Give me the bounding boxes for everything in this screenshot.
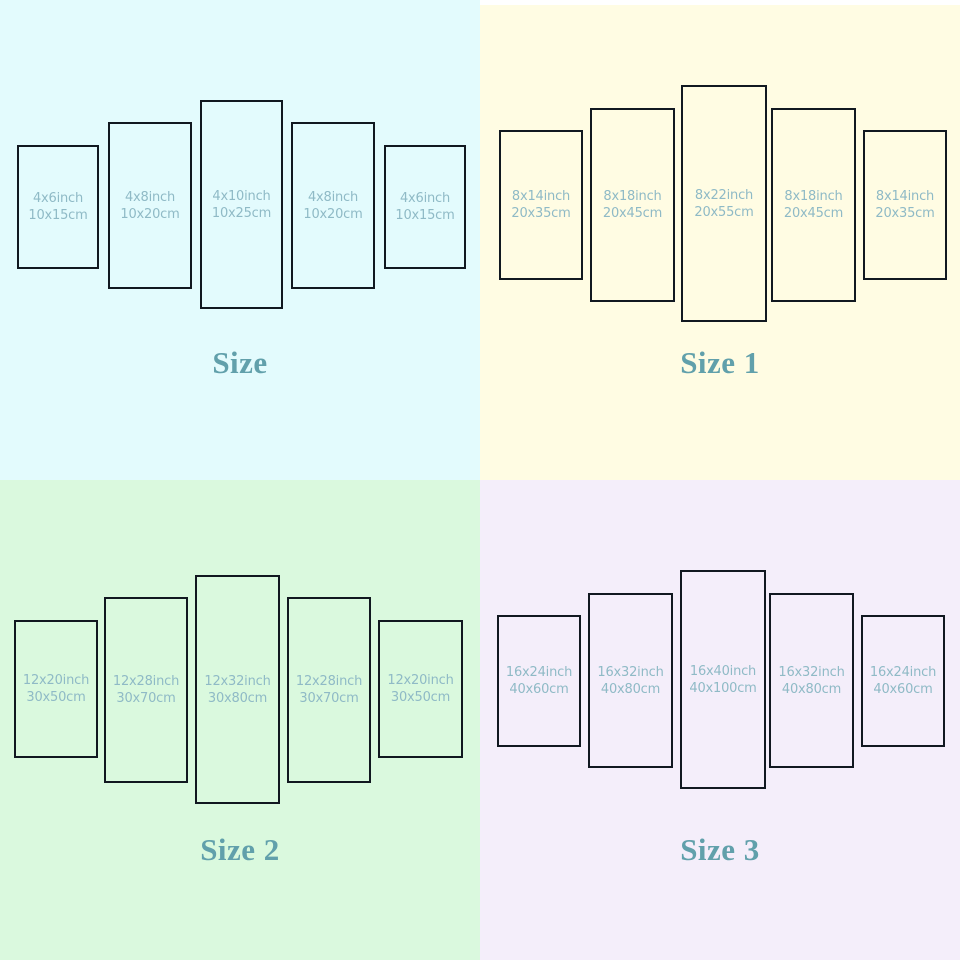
panel-size-label: 16x24inch 40x60cm: [870, 664, 936, 698]
panel-size-inches: 12x28inch: [295, 673, 363, 689]
panel-size-inches: 12x32inch: [204, 673, 271, 689]
panel-size-centimeters: 40x60cm: [873, 682, 933, 697]
panel-size-label: 4x6inch 10x15cm: [28, 190, 87, 224]
panel-size-label: 8x18inch 20x45cm: [784, 188, 843, 222]
panel-size-inches: 4x8inch: [307, 189, 359, 205]
panel-size-centimeters: 40x100cm: [689, 680, 757, 696]
panel-size-inches: 8x22inch: [694, 187, 754, 203]
quadrant-title: Size 1: [680, 345, 760, 380]
quadrant-background: [0, 0, 480, 480]
panel-size-centimeters: 20x35cm: [511, 206, 571, 221]
panel-right-inner[interactable]: 8x18inch 20x45cm: [771, 108, 856, 302]
panel-right-inner[interactable]: 12x28inch 30x70cm: [287, 597, 371, 783]
panel-size-centimeters: 10x20cm: [120, 206, 180, 222]
panel-size-inches: 8x18inch: [603, 188, 662, 204]
panel-size-centimeters: 30x70cm: [116, 691, 176, 706]
panel-size-label: 12x20inch 30x50cm: [23, 672, 89, 706]
panel-size-inches: 8x14inch: [875, 188, 935, 204]
panel-size-inches: 12x20inch: [387, 672, 454, 688]
panel-size-centimeters: 30x50cm: [390, 690, 451, 705]
panel-size-centimeters: 10x15cm: [395, 208, 455, 223]
panel-left-inner[interactable]: 8x18inch 20x45cm: [590, 108, 675, 302]
size-option-quadrant[interactable]: 12x20inch 30x50cm 12x28inch 30x70cm 12x32inc…: [0, 480, 480, 960]
panel-size-centimeters: 30x50cm: [26, 690, 86, 705]
panel-size-inches: 16x24inch: [869, 664, 937, 680]
panel-left-outer[interactable]: 4x6inch 10x15cm: [17, 145, 99, 269]
panel-size-label: 8x18inch 20x45cm: [603, 188, 662, 222]
panel-size-inches: 4x10inch: [212, 188, 271, 204]
panel-size-centimeters: 30x80cm: [207, 690, 268, 706]
quadrant-background: [480, 480, 960, 960]
panel-size-centimeters: 20x45cm: [783, 206, 844, 221]
panel-size-inches: 16x40inch: [689, 663, 757, 679]
panel-right-outer[interactable]: 16x24inch 40x60cm: [861, 615, 945, 747]
panel-size-inches: 4x6inch: [399, 190, 451, 206]
quadrant-title: Size: [212, 345, 268, 380]
panel-size-centimeters: 10x20cm: [303, 206, 363, 222]
quadrant-title: Size 2: [200, 832, 280, 867]
panel-size-centimeters: 30x70cm: [299, 691, 359, 706]
panel-size-centimeters: 10x25cm: [211, 205, 272, 221]
panel-size-inches: 8x18inch: [784, 188, 843, 204]
quadrant-background: [480, 5, 960, 480]
panel-size-label: 8x14inch 20x35cm: [511, 188, 570, 222]
panel-left-inner[interactable]: 12x28inch 30x70cm: [104, 597, 188, 783]
panel-right-outer[interactable]: 8x14inch 20x35cm: [863, 130, 947, 280]
panel-size-label: 12x28inch 30x70cm: [296, 673, 362, 707]
panel-size-label: 8x14inch 20x35cm: [875, 188, 934, 222]
panel-size-centimeters: 20x45cm: [602, 206, 663, 221]
canvas-panel-group: 12x20inch 30x50cm 12x28inch 30x70cm 12x32inc…: [0, 480, 480, 960]
panel-size-label: 12x20inch 30x50cm: [387, 672, 453, 706]
quadrant-background: [0, 480, 480, 960]
panel-size-label: 16x24inch 40x60cm: [506, 664, 572, 698]
panel-left-outer[interactable]: 16x24inch 40x60cm: [497, 615, 581, 747]
panel-size-inches: 4x8inch: [124, 189, 176, 205]
panel-size-inches: 16x24inch: [505, 664, 573, 680]
panel-size-inches: 12x20inch: [22, 672, 90, 688]
panel-left-outer[interactable]: 8x14inch 20x35cm: [499, 130, 583, 280]
panel-size-inches: 16x32inch: [778, 664, 845, 680]
panel-size-centimeters: 40x80cm: [781, 681, 842, 697]
panel-size-inches: 8x14inch: [511, 188, 571, 204]
panel-size-inches: 12x28inch: [112, 673, 180, 689]
panel-right-outer[interactable]: 4x6inch 10x15cm: [384, 145, 466, 269]
panel-size-centimeters: 20x55cm: [694, 204, 754, 220]
panel-size-inches: 16x32inch: [597, 664, 664, 680]
panel-size-label: 12x28inch 30x70cm: [113, 673, 179, 707]
panel-left-outer[interactable]: 12x20inch 30x50cm: [14, 620, 98, 758]
panel-size-centimeters: 10x15cm: [28, 208, 88, 223]
panel-size-label: 4x6inch 10x15cm: [395, 190, 454, 224]
panel-size-centimeters: 20x35cm: [875, 206, 935, 221]
panel-size-inches: 4x6inch: [32, 190, 84, 206]
panel-right-outer[interactable]: 12x20inch 30x50cm: [378, 620, 463, 758]
panel-size-centimeters: 40x80cm: [600, 681, 661, 697]
panel-size-centimeters: 40x60cm: [509, 682, 569, 697]
quadrant-title: Size 3: [680, 832, 760, 867]
